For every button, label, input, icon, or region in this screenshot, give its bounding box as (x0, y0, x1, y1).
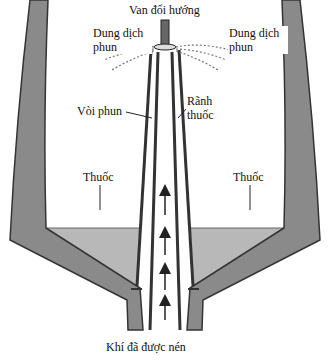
medicine-groove (137, 50, 193, 286)
compressed-air-label: Khí đã được nén (105, 340, 187, 354)
spray-label: Dung dịch phun (92, 26, 152, 54)
groove-label: Rãnh thuốc (186, 94, 228, 122)
airflow-arrows (164, 190, 166, 320)
medicine-label: Thuốc (82, 170, 115, 184)
nozzle-label: Vòi phun (76, 104, 123, 118)
nozzle (150, 52, 180, 330)
deflector-valve (154, 20, 176, 50)
spray-label: Dung dịch phun (228, 26, 288, 54)
leader-line (100, 108, 250, 210)
container-wall (10, 0, 320, 330)
medicine-label: Thuốc (232, 170, 265, 184)
valve-label: Van đổi hướng (128, 3, 201, 17)
